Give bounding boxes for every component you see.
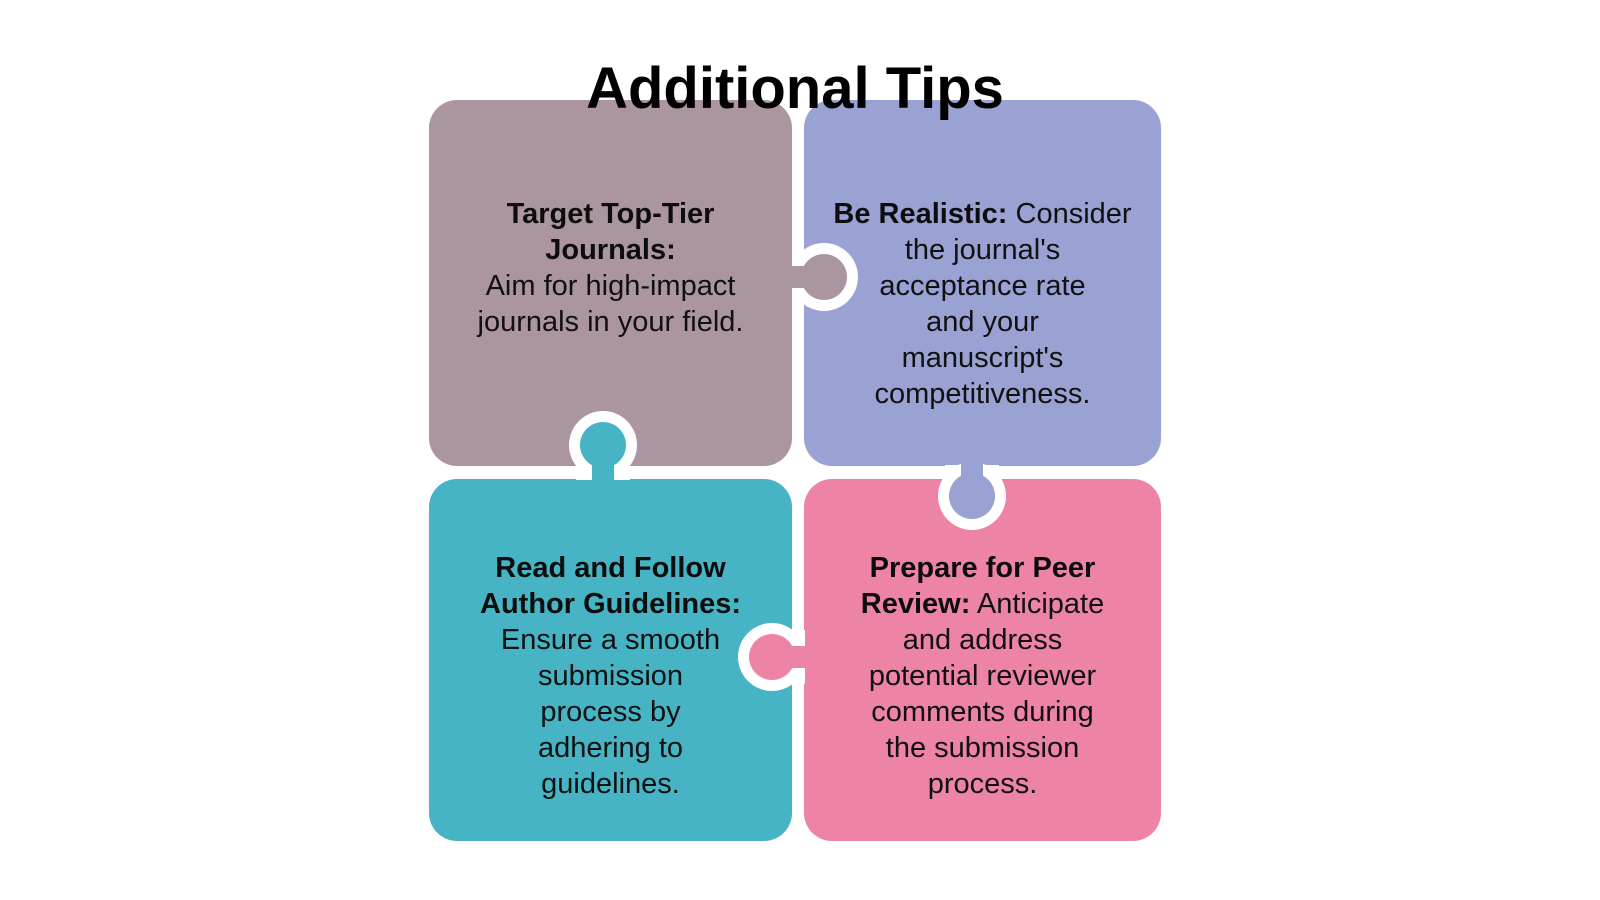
piece-body: Anticipate and address potential reviewe… <box>868 588 1105 800</box>
piece-text-prepare-for-peer-review: Prepare for Peer Review: Anticipate and … <box>804 550 1161 802</box>
piece-body: Consider the journal's acceptance rate a… <box>874 198 1132 410</box>
page-title: Additional Tips <box>586 55 1004 121</box>
knob-bottom-right-to-left <box>749 634 811 680</box>
knob-bottom-left-to-up <box>580 422 626 486</box>
piece-heading: Read and Follow Author Guidelines: <box>480 552 741 620</box>
piece-heading: Target Top-Tier Journals: <box>506 198 715 266</box>
piece-text-target-top-tier-journals: Target Top-Tier Journals:Aim for high-im… <box>429 196 792 340</box>
piece-text-be-realistic: Be Realistic: Consider the journal's acc… <box>804 196 1161 412</box>
piece-top-left-shape <box>429 100 792 466</box>
knob-top-left-to-right <box>786 254 847 300</box>
piece-text-read-and-follow-author-guidelines: Read and Follow Author Guidelines:Ensure… <box>429 550 792 802</box>
piece-bottom-left-shape <box>429 479 792 841</box>
piece-bottom-right-shape <box>804 479 1161 841</box>
knob-top-right-to-down <box>949 459 995 519</box>
piece-top-right-shape <box>804 100 1161 466</box>
piece-body: Ensure a smooth submission process by ad… <box>500 624 721 800</box>
piece-body: Aim for high-impact journals in your fie… <box>477 270 744 338</box>
piece-heading: Prepare for Peer Review: <box>860 552 1096 620</box>
piece-heading: Be Realistic: <box>833 198 1008 230</box>
